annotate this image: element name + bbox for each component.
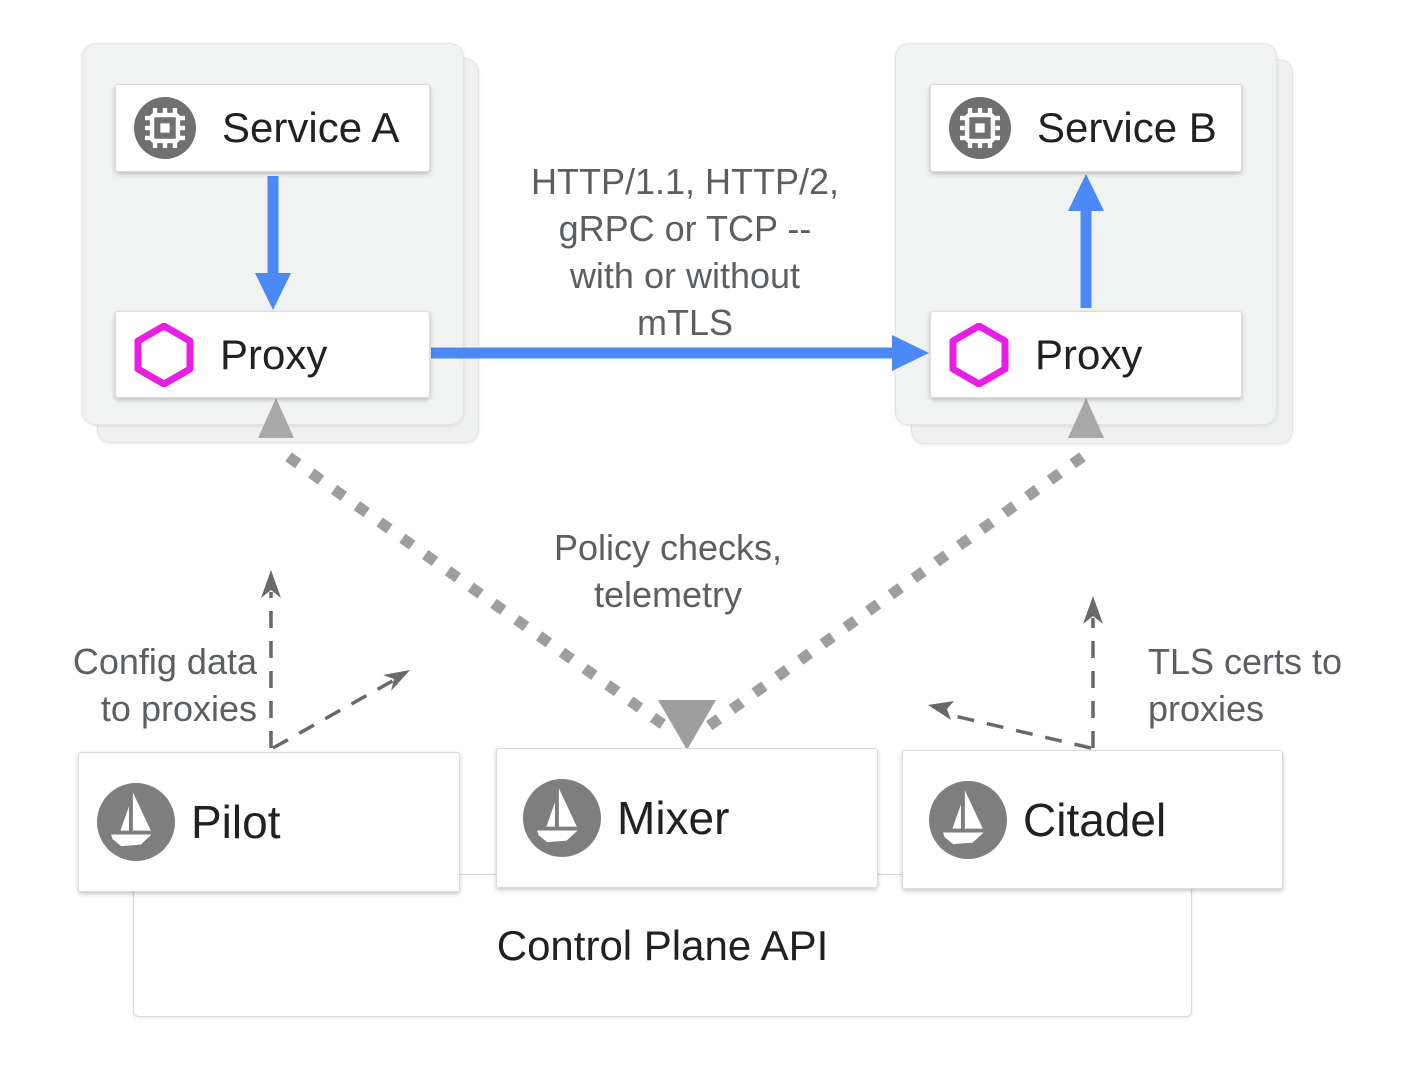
dashed-arrow-citadel-diagonal xyxy=(928,701,1092,750)
service-a-node: Service A xyxy=(115,84,430,172)
chip-icon xyxy=(134,97,196,159)
blue-arrow-service-a-to-proxy xyxy=(255,176,291,310)
control-plane-api-bar: Control Plane API xyxy=(133,874,1192,1017)
service-b-node: Service B xyxy=(930,84,1242,172)
magenta-hexagon-icon xyxy=(949,322,1009,387)
blue-arrow-proxy-to-proxy xyxy=(431,335,929,371)
policy-checks-annotation: Policy checks, telemetry xyxy=(553,527,783,615)
protocol-annotation: HTTP/1.1, HTTP/2, gRPC or TCP -- with or… xyxy=(530,161,840,343)
magenta-hexagon-icon xyxy=(134,322,194,387)
istio-sailboat-icon xyxy=(97,783,175,861)
service-b-label: Service B xyxy=(1037,104,1217,151)
istio-sailboat-icon xyxy=(523,779,601,857)
pilot-label: Pilot xyxy=(191,796,281,848)
mixer-node: Mixer xyxy=(496,748,878,888)
proxy-left-label: Proxy xyxy=(220,330,328,378)
proxy-left-node: Proxy xyxy=(115,311,430,398)
control-plane-api-label: Control Plane API xyxy=(496,921,829,969)
config-data-annotation: Config data to proxies xyxy=(72,641,257,729)
mixer-label: Mixer xyxy=(617,792,730,844)
service-a-label: Service A xyxy=(222,104,400,151)
chip-icon xyxy=(949,97,1011,159)
citadel-label: Citadel xyxy=(1023,793,1167,846)
dotted-arrow-proxy-right-to-mixer xyxy=(698,398,1104,736)
dotted-arrowhead-into-mixer xyxy=(658,700,716,750)
pilot-node: Pilot xyxy=(78,752,460,892)
dashed-arrow-pilot-diagonal xyxy=(272,670,410,750)
dotted-arrow-proxy-left-to-mixer xyxy=(258,398,676,736)
citadel-node: Citadel xyxy=(902,750,1283,889)
tls-certs-annotation: TLS certs to proxies xyxy=(1148,641,1343,729)
istio-sailboat-icon xyxy=(929,780,1007,859)
proxy-right-node: Proxy xyxy=(930,311,1242,398)
blue-arrow-proxy-to-service-b xyxy=(1068,174,1104,308)
proxy-right-label: Proxy xyxy=(1035,330,1143,378)
dashed-arrow-citadel-up xyxy=(1083,596,1103,748)
dashed-arrow-pilot-up xyxy=(261,570,281,748)
